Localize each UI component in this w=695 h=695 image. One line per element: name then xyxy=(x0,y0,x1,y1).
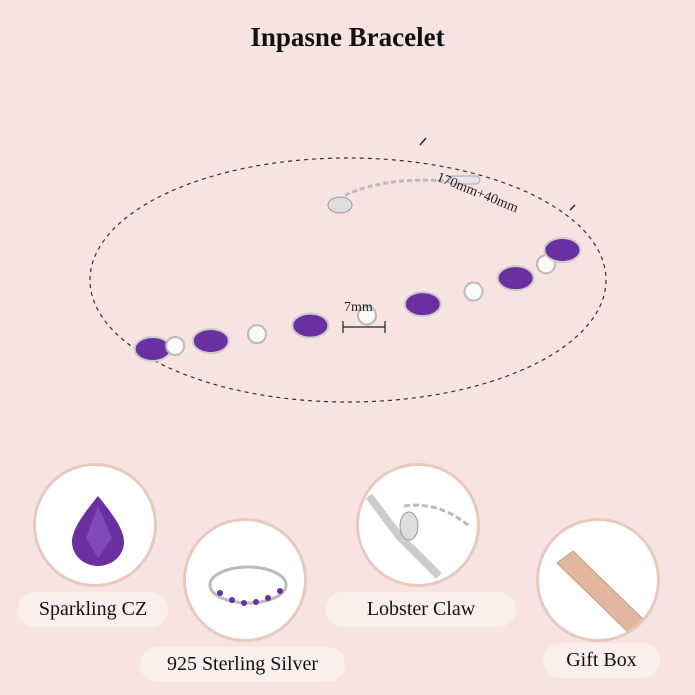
page-title: Inpasne Bracelet xyxy=(250,22,445,52)
extender-chain xyxy=(344,178,456,197)
purple-gem xyxy=(191,327,230,354)
rose-gold-gift-box-icon xyxy=(556,550,646,634)
feature-label-gift-box: Gift Box xyxy=(543,643,660,678)
size-loop-dashed xyxy=(89,157,607,403)
bracelet-illustration xyxy=(89,137,607,403)
purple-gem xyxy=(133,335,172,362)
feature-label-sparkling-cz: Sparkling CZ xyxy=(18,592,168,627)
purple-gem xyxy=(291,312,330,339)
feature-circle-bracelet xyxy=(183,518,307,642)
white-cz-stone xyxy=(356,305,377,326)
feature-circle-clasp xyxy=(356,463,480,587)
purple-gem xyxy=(543,237,582,263)
feature-circle-gem xyxy=(33,463,157,587)
width-label: 7mm xyxy=(344,300,373,315)
bracelet-thumbnail-icon xyxy=(208,565,288,606)
white-cz-stone xyxy=(463,281,484,302)
purple-gem xyxy=(403,291,442,318)
feature-circle-giftbox xyxy=(536,518,660,642)
feature-label-sterling-silver: 925 Sterling Silver xyxy=(140,647,345,682)
feature-label-lobster-claw: Lobster Claw xyxy=(326,592,516,627)
lobster-clasp xyxy=(327,196,353,214)
extender-tag xyxy=(447,175,481,185)
purple-gem xyxy=(496,265,535,292)
lobster-clasp-closeup-icon xyxy=(365,493,470,579)
purple-teardrop-gem-icon xyxy=(72,496,124,566)
white-cz-stone xyxy=(246,324,267,345)
white-cz-stone xyxy=(165,335,186,356)
